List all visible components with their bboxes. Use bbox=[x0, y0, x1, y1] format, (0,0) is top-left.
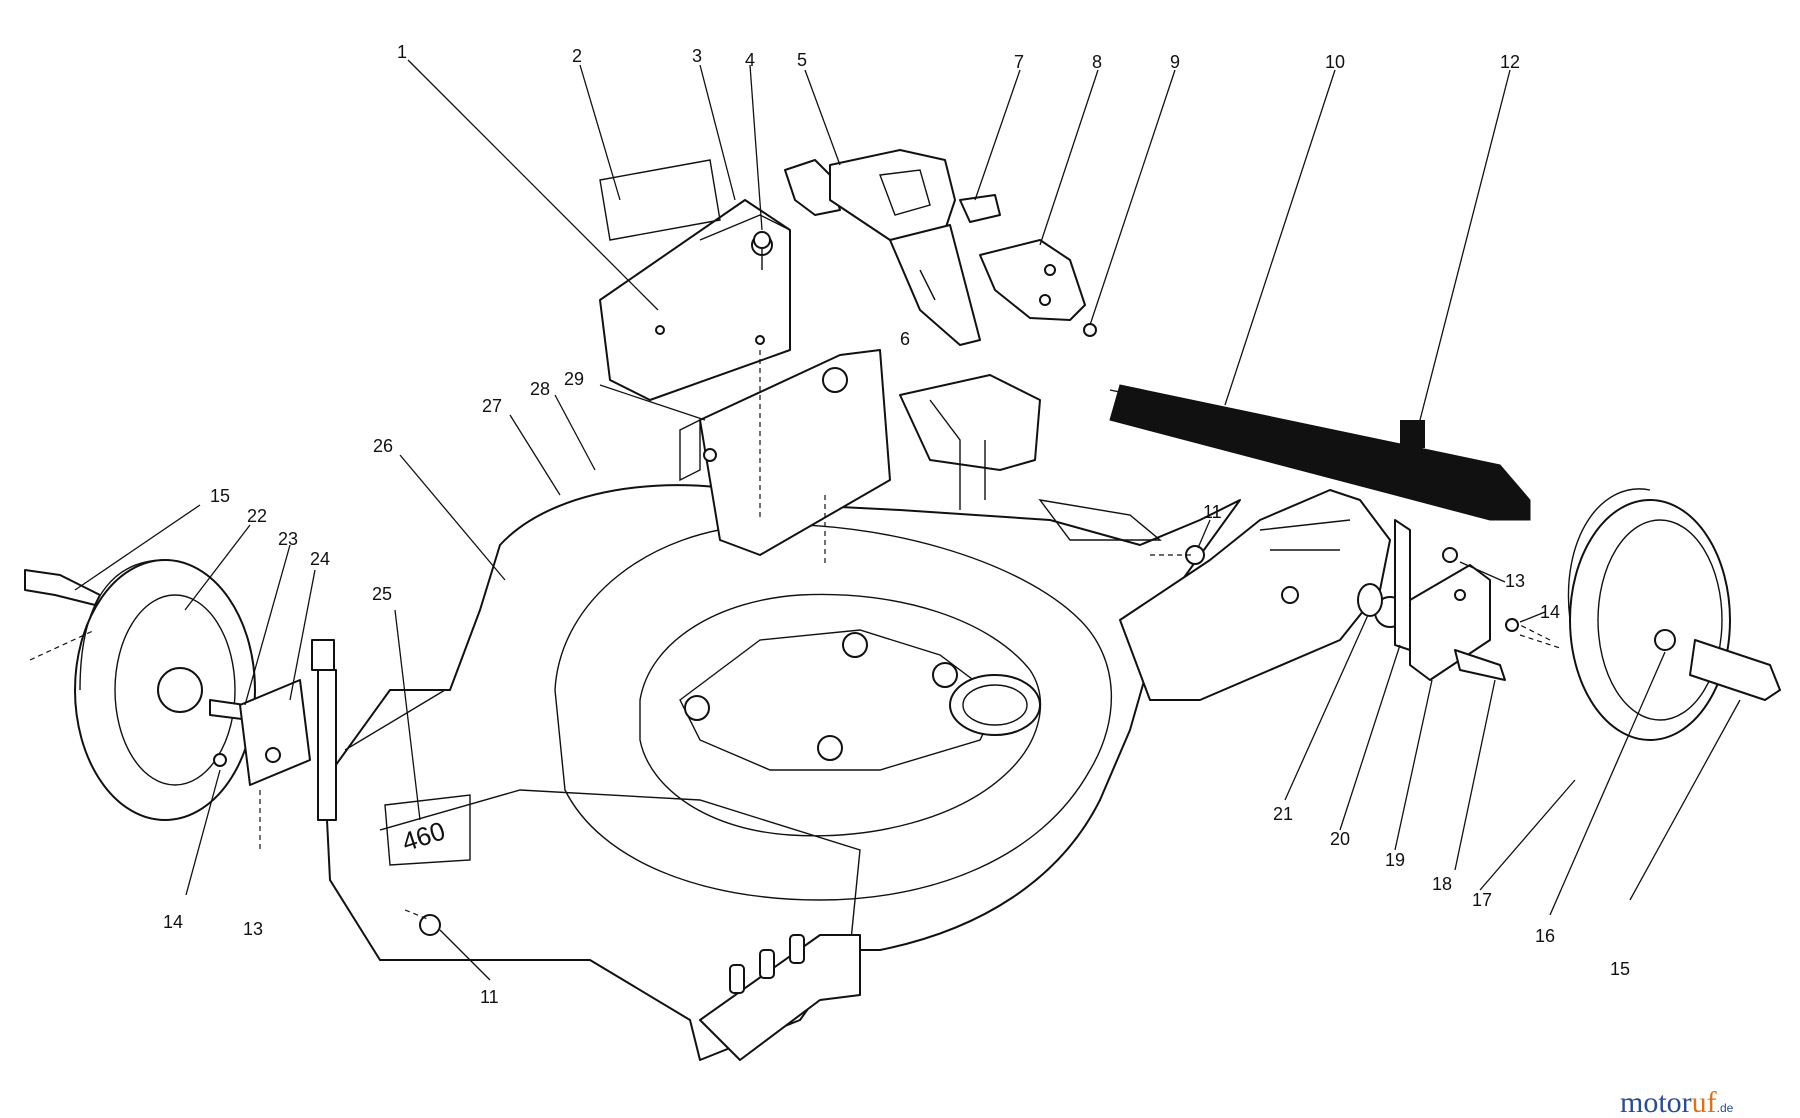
callout-14-lower: 14 bbox=[163, 912, 183, 932]
clip-12 bbox=[1400, 420, 1425, 448]
callout-15-upper: 15 bbox=[210, 486, 230, 506]
screw-9 bbox=[1083, 323, 1097, 337]
callout-3: 3 bbox=[692, 46, 702, 66]
callout-11-lower: 11 bbox=[480, 987, 499, 1007]
callout-19: 19 bbox=[1385, 850, 1405, 870]
callout-10: 10 bbox=[1325, 52, 1345, 72]
callout-24: 24 bbox=[310, 549, 330, 569]
washer-14-left bbox=[213, 753, 227, 767]
adjuster-lever-7 bbox=[959, 194, 1001, 223]
callout-6: 6 bbox=[900, 329, 910, 349]
rear-wheel bbox=[1567, 488, 1731, 741]
callout-14: 14 bbox=[1540, 602, 1560, 622]
decal-2 bbox=[599, 159, 721, 241]
axle-bracket-24 bbox=[239, 639, 337, 821]
callout-23: 23 bbox=[278, 529, 298, 549]
nut-13-right bbox=[1442, 547, 1458, 563]
spacer-20 bbox=[1394, 519, 1411, 651]
callout-18: 18 bbox=[1432, 874, 1452, 894]
callout-20: 20 bbox=[1330, 829, 1350, 849]
callout-25: 25 bbox=[372, 584, 392, 604]
handle-mounting-plate bbox=[599, 199, 791, 401]
watermark-part2: uf bbox=[1692, 1086, 1717, 1118]
callout-1: 1 bbox=[397, 42, 407, 62]
callout-13: 13 bbox=[1505, 571, 1525, 591]
leader-lines bbox=[74, 59, 1741, 981]
washer-21 bbox=[1357, 583, 1383, 617]
wheel-bolt-15-right bbox=[1689, 639, 1781, 701]
hub-cap-16 bbox=[1654, 629, 1676, 651]
screw-4 bbox=[753, 231, 771, 270]
callout-labels: 1 2 3 4 5 6 7 8 9 10 11 12 13 14 15 16 1… bbox=[163, 42, 1630, 1007]
adjuster-plate-8 bbox=[979, 239, 1086, 321]
callout-13-lower: 13 bbox=[243, 919, 263, 939]
height-adjuster-handle bbox=[784, 149, 981, 346]
nut-11-left bbox=[419, 914, 441, 936]
callout-15: 15 bbox=[1610, 959, 1630, 979]
washer-14-right bbox=[1505, 618, 1519, 632]
watermark-suffix: .de bbox=[1717, 1101, 1734, 1115]
callout-21: 21 bbox=[1273, 804, 1293, 824]
callout-8: 8 bbox=[1092, 52, 1102, 72]
callout-12: 12 bbox=[1500, 52, 1520, 72]
callout-16: 16 bbox=[1535, 926, 1555, 946]
mower-deck: 460 bbox=[324, 374, 1406, 1061]
callout-26: 26 bbox=[373, 436, 393, 456]
callout-22: 22 bbox=[247, 506, 267, 526]
callout-7: 7 bbox=[1014, 52, 1024, 72]
callout-4: 4 bbox=[745, 50, 755, 70]
callout-11: 11 bbox=[1203, 502, 1222, 522]
wheel-bolt-15-left bbox=[24, 569, 101, 606]
callout-29: 29 bbox=[564, 369, 584, 389]
site-watermark: motoruf.de bbox=[1620, 1086, 1734, 1118]
callout-27: 27 bbox=[482, 396, 502, 416]
alignment-lines bbox=[29, 300, 1561, 921]
axle-bracket-19 bbox=[1409, 564, 1491, 681]
rear-flap bbox=[1109, 384, 1531, 521]
front-wheel bbox=[74, 559, 256, 821]
callout-5: 5 bbox=[797, 50, 807, 70]
callout-28: 28 bbox=[530, 379, 550, 399]
callout-9: 9 bbox=[1170, 52, 1180, 72]
watermark-part1: motor bbox=[1620, 1086, 1692, 1118]
svg-text:motoruf.de: motoruf.de bbox=[1620, 1086, 1734, 1118]
callout-17: 17 bbox=[1472, 890, 1492, 910]
bolt-18 bbox=[1454, 649, 1506, 681]
callout-2: 2 bbox=[572, 46, 582, 66]
lower-bracket bbox=[679, 349, 891, 556]
